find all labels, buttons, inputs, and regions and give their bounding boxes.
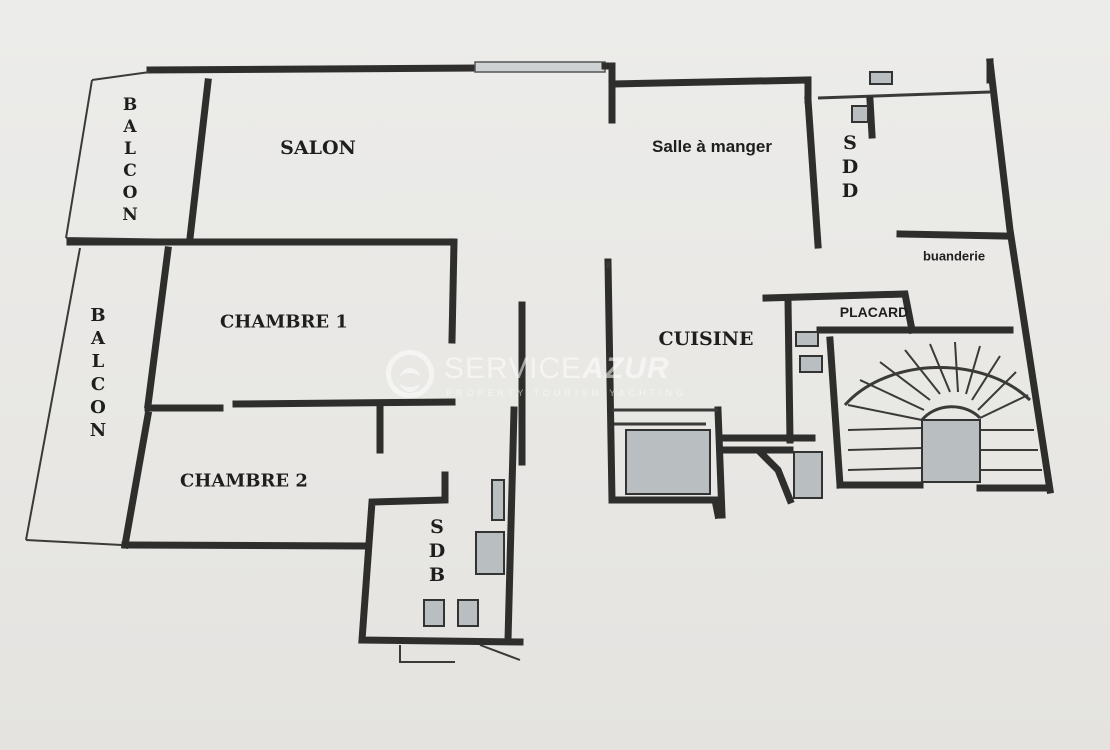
vent-top <box>869 71 893 85</box>
wall-placard <box>762 290 917 335</box>
entry-cabinet <box>793 451 823 499</box>
wall-sdb <box>358 471 524 646</box>
cuisine-counter <box>612 408 718 426</box>
label-placard: PLACARD <box>839 304 909 320</box>
wall-placard-bottom <box>784 296 1014 444</box>
staircase-treads <box>847 341 1029 421</box>
wall-cuisine-bottom <box>608 496 723 520</box>
wall-chambre2-left <box>120 410 153 550</box>
sdb-sink-2 <box>457 599 479 627</box>
wall-buanderie <box>896 230 1010 240</box>
watermark: SERVICEAZUR PROPERTY TOURISM YACHTING <box>386 348 726 408</box>
wall-entry-arch <box>720 446 795 505</box>
wall-stair-left <box>826 336 844 489</box>
wall-sdd-left <box>804 96 822 249</box>
window-salon <box>474 61 606 73</box>
wall-top-dining <box>608 76 812 104</box>
sdb-shower <box>475 531 505 575</box>
staircase-landing <box>921 419 981 483</box>
label-chambre-1: CHAMBRE 1 <box>220 311 348 333</box>
balcon-bottom-outline <box>25 247 123 546</box>
label-chambre-2: CHAMBRE 2 <box>180 470 308 492</box>
watermark-brand: SERVICEAZUR <box>444 352 670 386</box>
label-cuisine: CUISINE <box>658 328 754 350</box>
label-buanderie: buanderie <box>922 248 986 264</box>
watermark-tagline: PROPERTY TOURISM YACHTING <box>446 388 688 398</box>
spiral-staircase <box>843 341 1042 483</box>
label-sdd: SDD <box>839 132 861 204</box>
label-sdb: SDB <box>426 516 448 588</box>
staircase-outer-arc <box>843 366 1032 406</box>
staircase-inner-arc <box>920 405 982 421</box>
wall-chambre-divider <box>144 398 456 412</box>
wall-salon-left <box>186 78 212 242</box>
wall-top-left <box>146 64 479 74</box>
sdd-fixture <box>851 105 869 123</box>
wall-cuisine-left <box>604 258 616 504</box>
wall-chambre2-bottom <box>121 541 366 550</box>
label-salon: SALON <box>280 137 356 159</box>
wall-cuisine-right <box>714 406 816 519</box>
placard-box-2 <box>799 355 823 373</box>
wall-chambre1-left <box>144 246 172 409</box>
logo-icon <box>386 350 434 398</box>
sdb-tub <box>491 479 505 521</box>
watermark-brand-prefix: SERVICE <box>444 352 583 385</box>
wall-sdd-stub <box>866 96 876 139</box>
label-salle-a-manger: Salle à manger <box>651 137 773 156</box>
wall-stair-bottom <box>836 481 1052 492</box>
cuisine-fridge <box>625 429 711 495</box>
label-balcon-bottom: BALCON <box>87 305 109 443</box>
wall-top-mid <box>601 62 616 124</box>
wall-sdb-right <box>504 301 526 644</box>
staircase-steps <box>847 427 1042 471</box>
wall-chambre1-right <box>448 238 458 344</box>
placard-box-1 <box>795 331 819 347</box>
wall-right-exterior <box>986 58 1054 494</box>
wall-top-sdd <box>817 90 991 100</box>
sdb-door <box>399 644 521 663</box>
label-balcon-top: BALCON <box>120 95 140 227</box>
sdb-sink-1 <box>423 599 445 627</box>
watermark-brand-suffix: AZUR <box>582 352 670 385</box>
